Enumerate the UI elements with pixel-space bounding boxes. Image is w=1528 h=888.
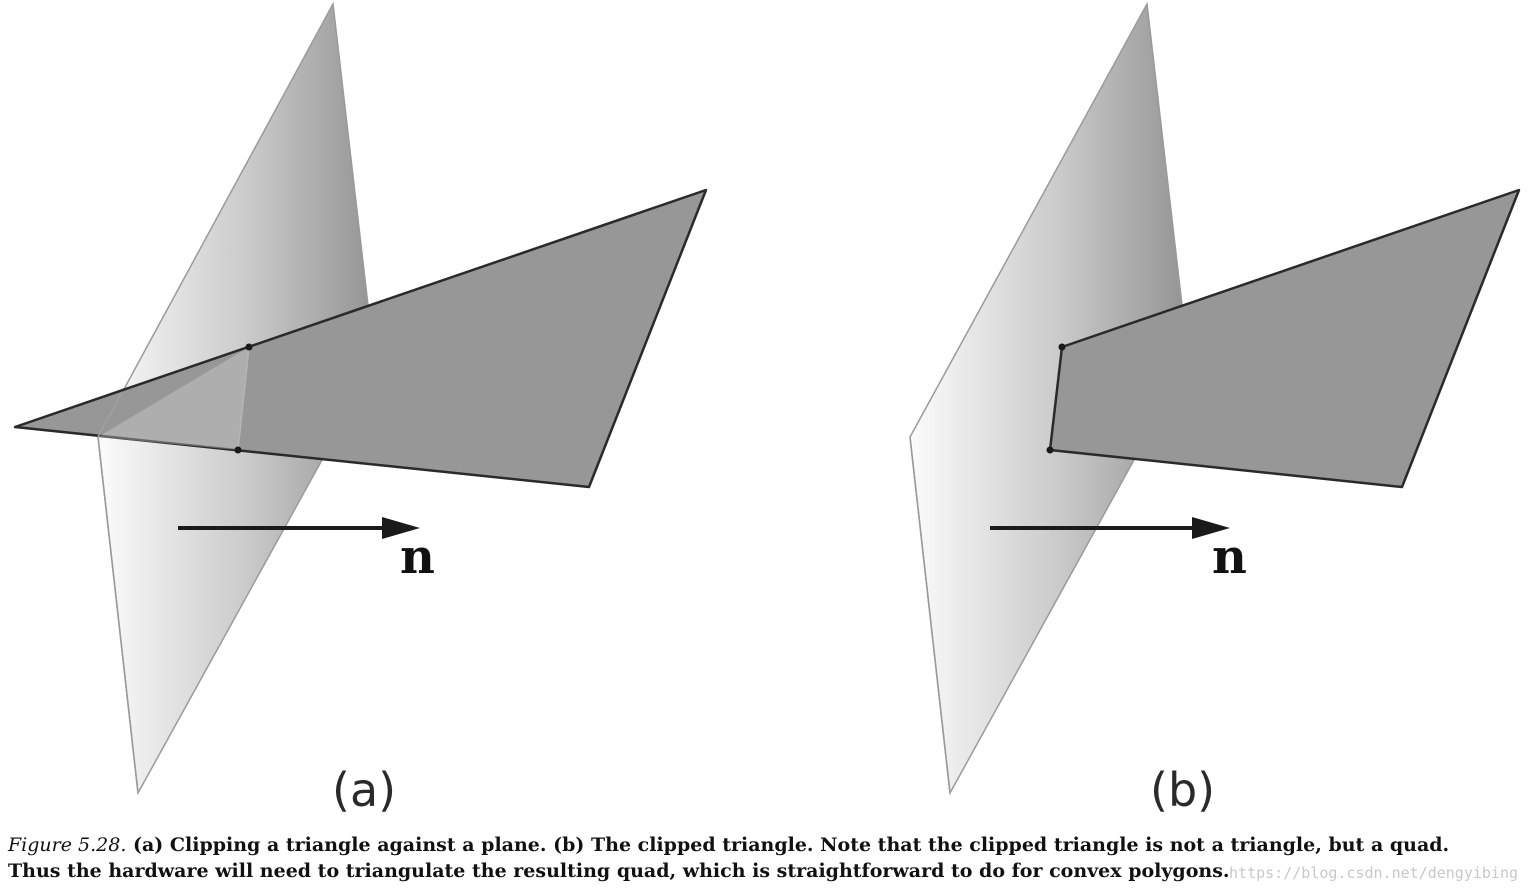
caption-text: (a) Clipping a triangle against a plane.…	[8, 834, 1450, 882]
panel-label-a: (a)	[332, 763, 396, 817]
figure-number: Figure 5.28.	[8, 834, 127, 856]
intersection-point-a-bottom	[234, 446, 242, 454]
intersection-line-a	[237, 346, 250, 451]
panel-a: n (a)	[13, 1, 708, 817]
panel-label-b: (b)	[1150, 763, 1215, 817]
normal-label-a: n	[400, 529, 435, 585]
plane-edge-a2	[97, 391, 123, 438]
plane-edge-a1	[97, 436, 139, 794]
intersection-point-b-bottom	[1046, 446, 1054, 454]
panel-b: n (b)	[909, 1, 1521, 817]
clipped-quad-b	[1048, 188, 1521, 489]
normal-label-b: n	[1212, 529, 1247, 585]
normal-arrow-head-a	[382, 517, 420, 539]
plane-edge-b1	[909, 436, 951, 794]
normal-arrow-head-b	[1192, 517, 1230, 539]
figure-caption: Figure 5.28. (a) Clipping a triangle aga…	[8, 832, 1508, 884]
intersection-point-a-top	[245, 343, 253, 351]
intersection-point-b-top	[1058, 343, 1066, 351]
triangle-a	[13, 188, 708, 489]
clipping-plane-b	[909, 1, 1183, 796]
watermark: https://blog.csdn.net/dengyibing	[1229, 864, 1518, 882]
plane-overlay-a	[98, 347, 249, 450]
